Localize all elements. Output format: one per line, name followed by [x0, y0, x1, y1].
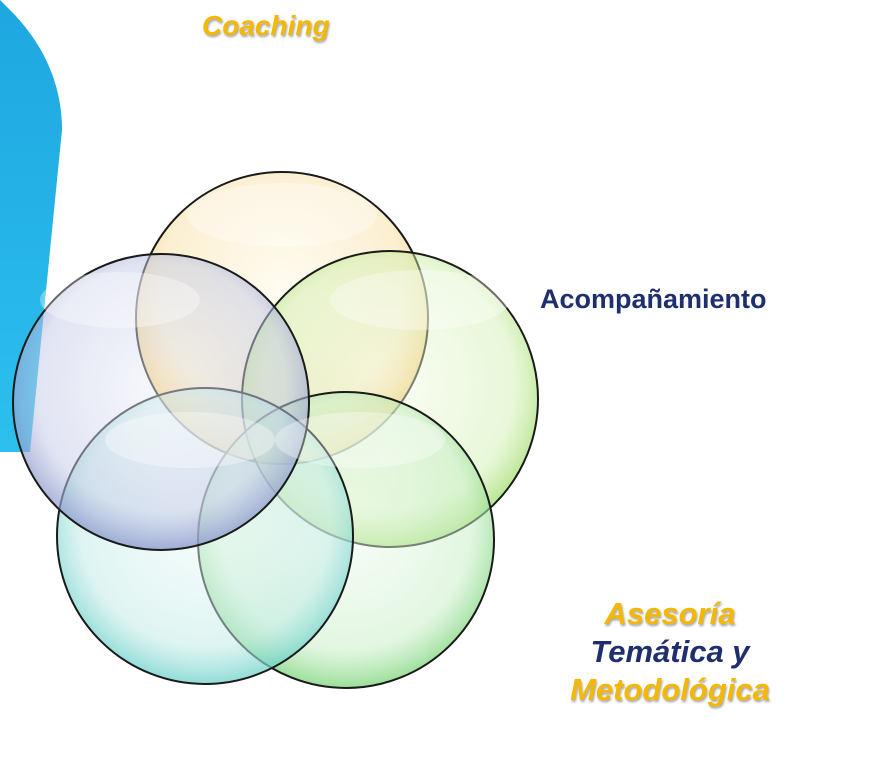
label-asesoria: Asesoría	[604, 596, 736, 631]
side-panel-decoration	[0, 0, 62, 452]
label-metodologica: Metodológica	[570, 671, 770, 707]
label-asesoria-block: Asesoría Temática y Metodológica	[500, 595, 840, 708]
label-coaching: Coaching	[202, 10, 330, 41]
circles-group	[12, 171, 539, 689]
label-tematica: Temática y	[590, 633, 750, 669]
label-acompanamiento: Acompañamiento	[540, 284, 767, 314]
circle-highlights	[40, 183, 510, 468]
circle-blue	[12, 253, 310, 551]
